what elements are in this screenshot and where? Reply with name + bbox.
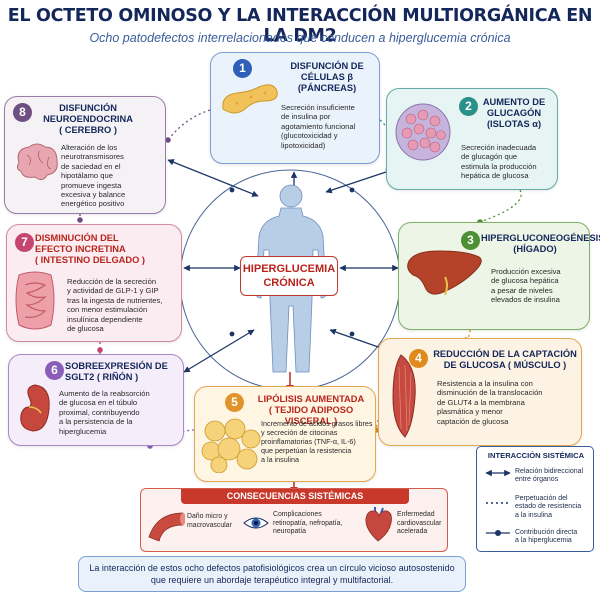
eye-icon [243, 517, 269, 529]
defect-number-8: 8 [13, 103, 32, 122]
page-title: EL OCTETO OMINOSO Y LA INTERACCIÓN MULTI… [7, 6, 593, 46]
consequences-title: CONSECUENCIAS SISTÉMICAS [181, 489, 409, 504]
defect-title-4: REDUCCIÓN DE LA CAPTACIÓN DE GLUCOSA ( M… [433, 349, 577, 370]
defect-number-6: 6 [45, 361, 64, 380]
defect-number-1: 1 [233, 59, 252, 78]
defect-description-1: Secreción insuficiente de insulina por a… [281, 103, 356, 150]
defect-number-5: 5 [225, 393, 244, 412]
legend-item-bidirectional: Relación bidireccional entre órganos [515, 468, 584, 484]
defect-description-6: Aumento de la reabsorción de glucosa en … [59, 389, 150, 436]
defect-card-adipose: 5 LIPÓLISIS AUMENTADA ( TEJIDO ADIPOSO V… [194, 386, 376, 482]
consequence-vascular: Daño micro y macrovascular [187, 513, 232, 529]
defect-card-pancreas: 1 DISFUNCIÓN DE CÉLULAS β (PÁNCREAS) Sec… [210, 52, 380, 164]
liver-icon [407, 250, 482, 296]
defect-number-7: 7 [15, 233, 34, 252]
defect-description-8: Alteración de los neurotransmisores de s… [61, 143, 126, 209]
page-subtitle: Ocho patodefectos interrelacionados que … [89, 31, 511, 45]
footer-summary: La interacción de estos ocho defectos pa… [78, 556, 466, 592]
legend-box: INTERACCIÓN SISTÉMICA Relación bidirecci… [476, 446, 594, 552]
defect-card-muscle: 4 REDUCCIÓN DE LA CAPTACIÓN DE GLUCOSA (… [378, 338, 582, 446]
defect-title-8: DISFUNCIÓN NEUROENDOCRINA ( CEREBRO ) [43, 103, 133, 135]
defect-title-5: LIPÓLISIS AUMENTADA ( TEJIDO ADIPOSO VIS… [257, 394, 365, 426]
blood-vessel-icon [148, 512, 185, 542]
legend-direct-symbol [486, 530, 510, 536]
kidney-icon [20, 384, 50, 432]
defect-title-6: SOBREEXPRESIÓN DE SGLT2 ( RIÑÓN ) [65, 361, 168, 382]
consequence-cardiovascular: Enfermedad cardiovascular acelerada [397, 511, 442, 535]
intestine-icon [15, 271, 55, 330]
consequences-box: CONSECUENCIAS SISTÉMICAS Daño micro y ma… [140, 488, 448, 552]
legend-symbols [485, 469, 511, 536]
defect-card-glucagon: 2 AUMENTO DE GLUCAGÓN (ISLOTAS α) Secrec… [386, 88, 558, 190]
defect-number-2: 2 [459, 97, 478, 116]
defect-title-1: DISFUNCIÓN DE CÉLULAS β (PÁNCREAS) [290, 61, 364, 93]
adipose-tissue-icon [201, 418, 261, 473]
defect-number-3: 3 [461, 231, 480, 250]
defect-number-4: 4 [409, 349, 428, 368]
central-hyperglycemia-label: HIPERGLUCEMIA CRÓNICA [240, 256, 338, 296]
defect-description-4: Resistencia a la insulina con disminució… [437, 379, 543, 426]
muscle-icon [392, 354, 416, 438]
defect-card-liver: 3 HIPERGLUCONEOGÉNESIS (HÍGADO) Producci… [398, 222, 600, 330]
defect-title-2: AUMENTO DE GLUCAGÓN (ISLOTAS α) [482, 97, 546, 129]
defect-description-2: Secreción inadecuada de glucagón que est… [461, 143, 537, 181]
defect-title-7: DISMINUCIÓN DEL EFECTO INCRETINA ( INTES… [35, 233, 146, 265]
islet-cells-icon [395, 103, 451, 161]
defect-description-3: Producción excesiva de glucosa hepática … [491, 267, 561, 305]
legend-item-perpetuation: Perpetuación del estado de resistencia a… [515, 495, 582, 519]
legend-item-direct-contribution: Contribución directa a la hiperglucemia [515, 529, 578, 545]
legend-title: INTERACCIÓN SISTÉMICA [487, 451, 585, 460]
defect-card-kidney: 6 SOBREEXPRESIÓN DE SGLT2 ( RIÑÓN ) Aume… [8, 354, 184, 446]
defect-card-intestine: 7 DISMINUCIÓN DEL EFECTO INCRETINA ( INT… [6, 224, 182, 342]
consequence-microvascular: Complicaciones retinopatía, nefropatía, … [273, 511, 343, 535]
brain-icon [16, 143, 58, 181]
defect-title-3: HIPERGLUCONEOGÉNESIS (HÍGADO) [481, 233, 600, 254]
pancreas-icon [222, 84, 278, 114]
defect-description-5: Incremento de ácidos grasos libres y sec… [261, 419, 373, 464]
defect-card-brain: 8 DISFUNCIÓN NEUROENDOCRINA ( CEREBRO ) … [4, 96, 166, 214]
heart-icon [365, 507, 392, 542]
defect-description-7: Reducción de la secreción y actividad de… [67, 277, 163, 334]
